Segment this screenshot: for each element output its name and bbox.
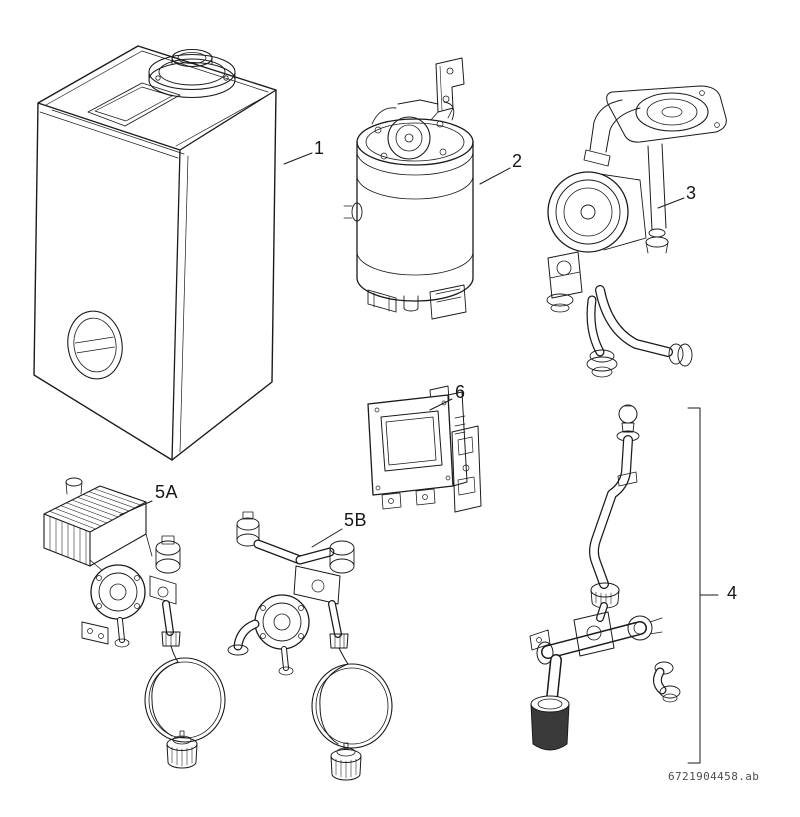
callout-label-1: 1 [314,138,325,158]
leader-line-1 [283,152,313,165]
part-5b-hydraulic-unit-drawing [227,511,393,781]
part-3-fan-assembly-drawing [546,85,727,378]
callout-label-5a: 5A [155,482,179,502]
callout-label-6: 6 [455,382,466,402]
callout-label-3: 3 [686,183,697,203]
leader-line-3 [657,197,685,209]
callout-label-2: 2 [512,151,523,171]
part-6-control-unit-drawing [367,385,482,513]
part-5a-hydraulic-unit-drawing [43,477,226,769]
callout-leader-lines [119,152,719,764]
callout-label-5b: 5B [344,510,368,530]
callout-bracket-4 [687,407,701,764]
leader-line-6 [429,398,453,411]
leader-line-5b [311,528,343,548]
part-1-boiler-casing-drawing [33,45,277,461]
drawing-code: 6721904458.ab [668,770,760,783]
leader-line-5a [119,500,153,516]
leader-line-2 [479,167,511,185]
part-4-pipe-group-drawing [529,404,681,751]
part-2-heat-cell-drawing [343,57,474,320]
callout-label-4: 4 [727,583,738,603]
